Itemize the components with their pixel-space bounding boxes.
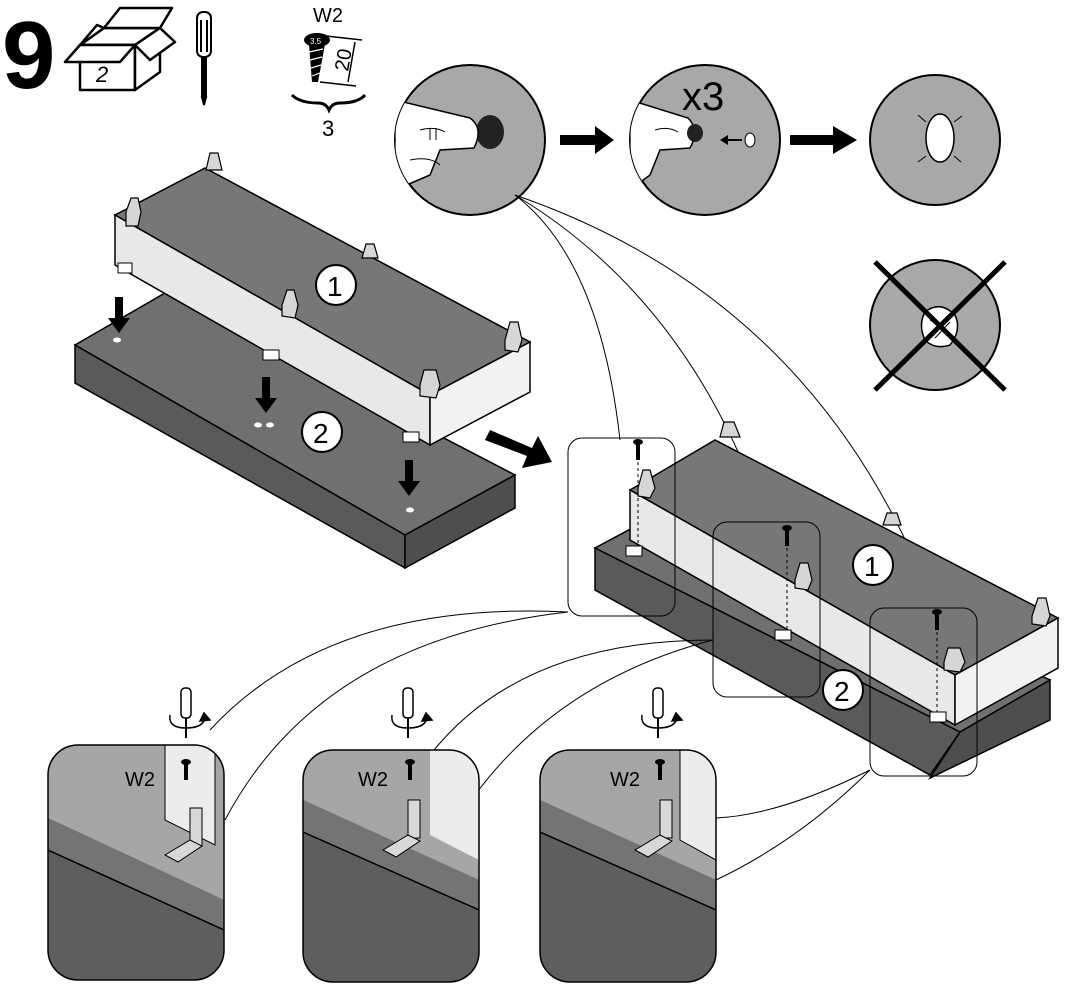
insert-result-correct: [869, 74, 1001, 206]
detail-3-screw-label: W2: [610, 769, 640, 791]
screwdriver-icon: [196, 11, 212, 106]
rotate-screwdriver-icon-3: [641, 687, 684, 738]
length-dimension: [319, 35, 363, 87]
frame-label-left: 1: [315, 264, 357, 306]
quantity-label: 3: [322, 116, 334, 141]
box-number: 2: [95, 62, 108, 87]
screw-head-label: 3.5: [310, 37, 322, 46]
callout-lines-bottom: [209, 610, 871, 881]
box-icon: [63, 6, 177, 92]
panel-label-right: 2: [822, 669, 864, 711]
multiplier-label: x3: [682, 75, 724, 119]
frame-label-right: 1: [852, 544, 894, 586]
step-header: 9 2 W2 3.5: [2, 2, 367, 141]
insert-step-2: x3: [629, 64, 781, 216]
detail-panel-2: W2: [302, 749, 480, 983]
arrow-diagonal-icon: [485, 430, 552, 468]
arrow-right-icon: [560, 126, 614, 154]
rotate-screwdriver-icon-1: [169, 687, 212, 738]
detail-panel-1: W2: [47, 744, 225, 981]
quantity-brace: [290, 93, 367, 114]
detail-1-screw-label: W2: [125, 769, 155, 791]
screw-length-label: 20: [331, 47, 357, 73]
down-arrows: [108, 297, 420, 496]
rotate-screwdriver-icon-2: [391, 687, 434, 738]
insert-step-1: [394, 64, 546, 216]
frame-number-1: 1: [327, 271, 343, 302]
frame-1-right: [625, 421, 1060, 727]
detail-2-screw-label: W2: [358, 769, 388, 791]
panel-label-left: 2: [301, 411, 343, 453]
detail-panel-3: W2: [539, 749, 717, 983]
insert-result-wrong: [869, 259, 1007, 392]
screw-code-label: W2: [313, 5, 343, 27]
panel-number-2-right: 2: [834, 676, 850, 707]
arrow-right-icon-2: [790, 126, 857, 154]
frame-number-1-right: 1: [864, 551, 880, 582]
detail-highlight-boxes: [567, 437, 978, 777]
panel-number-2: 2: [313, 418, 329, 449]
screw-icon: 3.5: [304, 33, 330, 82]
step-number: 9: [2, 2, 55, 109]
